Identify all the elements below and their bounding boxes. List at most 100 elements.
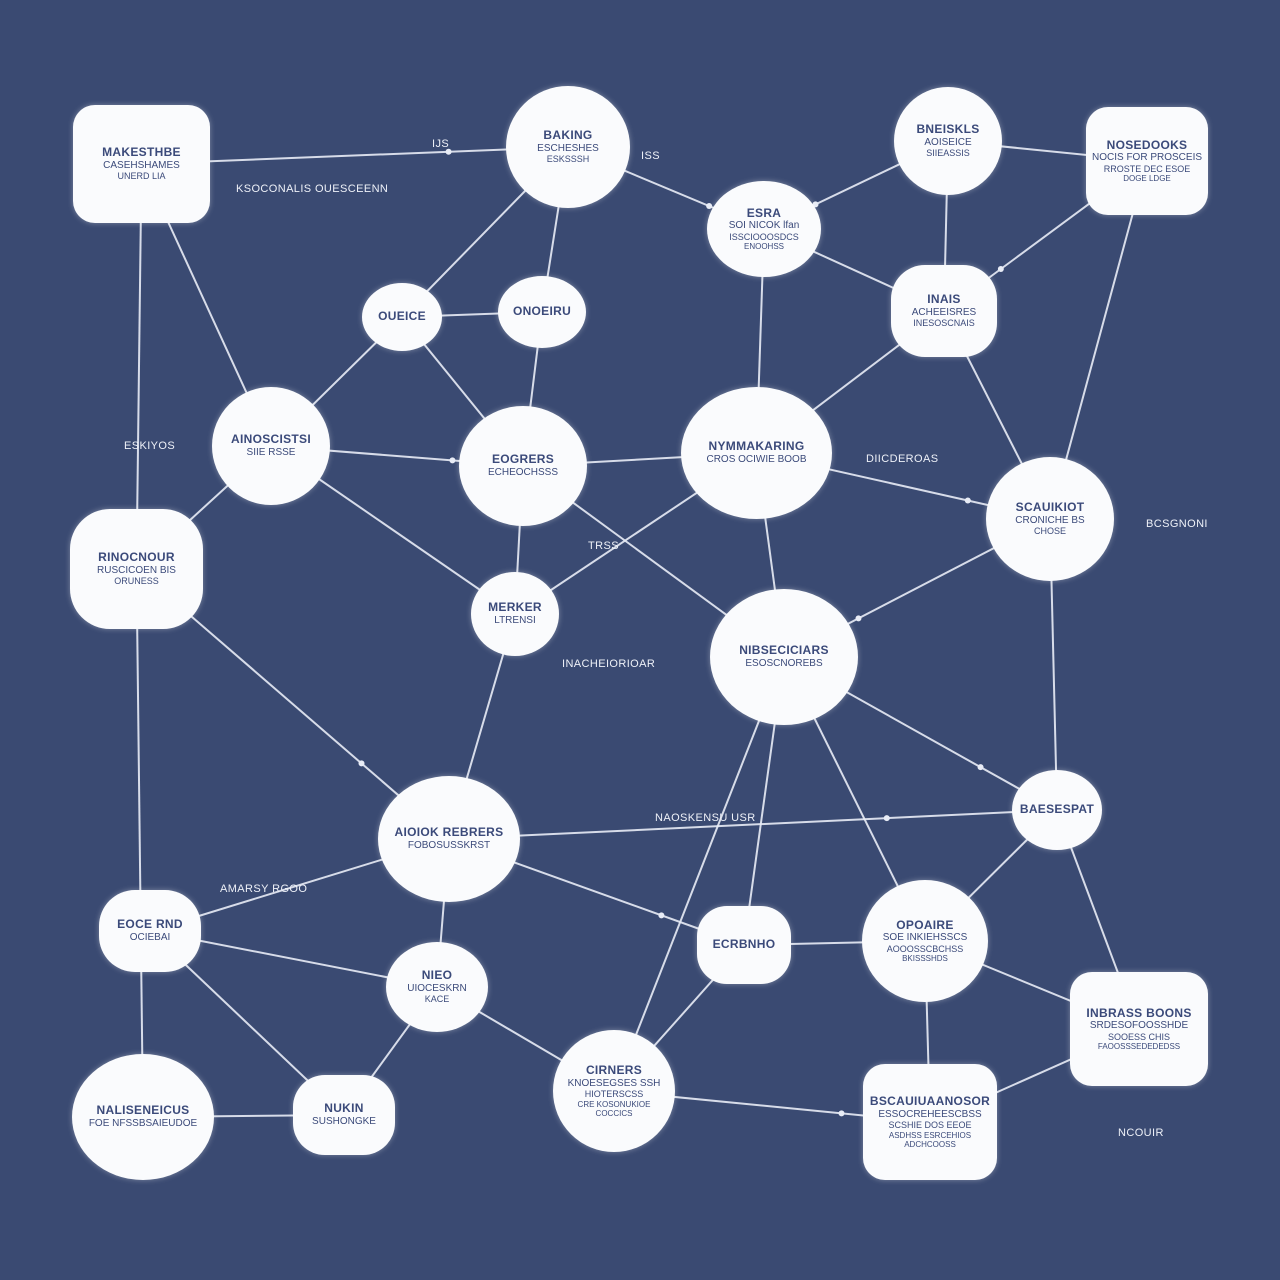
node-label-line: RINOCNOUR bbox=[98, 550, 175, 565]
edge-label-9: NAOSKENSU USR bbox=[655, 812, 756, 824]
edge-dot bbox=[977, 764, 984, 771]
node-label-line: SIIE RSSE bbox=[246, 447, 296, 459]
node-label-line: DOGE LDGE bbox=[1123, 174, 1171, 184]
edge-n13-n23 bbox=[135, 568, 144, 1118]
edge-label-10: AMARSY RGOO bbox=[220, 883, 308, 895]
node-label-line: RUSCICOEN BIS bbox=[97, 564, 176, 576]
node-label-line: NIBSECICIARS bbox=[739, 643, 829, 658]
node-label-line: SRDESOFOOSSHDE bbox=[1089, 1020, 1189, 1032]
node-label-line: SOE INKIEHSSCS bbox=[882, 932, 968, 944]
edge-dot bbox=[449, 457, 456, 464]
node-label-line: SUSHONGKE bbox=[312, 1116, 376, 1128]
node-label-line: UIOCESKRN bbox=[407, 982, 467, 994]
node-n7[interactable]: ONOEIRU bbox=[498, 276, 586, 348]
node-label-line: CRONICHE BS bbox=[1015, 514, 1085, 526]
node-label-line: ADCHCOOSS bbox=[904, 1139, 956, 1149]
node-label-line: SIIEASSIS bbox=[926, 148, 970, 159]
edge-label-4: ESKIYOS bbox=[124, 440, 176, 452]
node-label-line: SCSHIE DOS EEOE bbox=[888, 1120, 972, 1131]
node-label-line: NOCIS FOR PROSCEIS bbox=[1092, 152, 1203, 164]
node-label-line: AOOOSSCBCHSS bbox=[886, 943, 964, 954]
node-label-line: BAKING bbox=[543, 128, 593, 143]
edge-label-11: NCOUIR bbox=[1118, 1127, 1164, 1139]
node-label-line: ESSOCREHEESCBSS bbox=[878, 1108, 982, 1120]
edge-label-7: TRSS bbox=[588, 540, 619, 552]
node-label-line: KNOESEGSES SSH bbox=[567, 1077, 661, 1089]
node-label-line: LTRENSI bbox=[494, 615, 536, 627]
node-label-line: ESOSCNOREBS bbox=[745, 658, 823, 670]
node-label-line: BAESESPAT bbox=[1019, 802, 1095, 817]
node-label-line: NOSEDOOKS bbox=[1106, 137, 1188, 152]
node-label-line: ONOEIRU bbox=[512, 304, 572, 319]
node-label-line: FOBOSUSSKRST bbox=[407, 840, 491, 852]
node-label-line: CHOSE bbox=[1033, 526, 1066, 537]
edge-dot bbox=[658, 912, 665, 919]
node-n20[interactable]: ECRBNHO bbox=[697, 906, 791, 984]
edge-dot bbox=[706, 203, 713, 210]
edge-dot bbox=[997, 266, 1004, 272]
node-label-line: CIRNERS bbox=[585, 1062, 643, 1077]
node-label-line: EOGRERS bbox=[491, 452, 555, 467]
node-n16[interactable]: BAESESPAT bbox=[1012, 770, 1102, 850]
node-label-line: SCAUIKIOT bbox=[1015, 500, 1085, 515]
edge-dot bbox=[445, 148, 452, 155]
node-label-line: NUKIN bbox=[324, 1101, 364, 1116]
node-label-line: BSCAUIUAANOSOR bbox=[869, 1093, 991, 1108]
edge-n1-n2 bbox=[141, 146, 569, 165]
edge-label-6: BCSGNONI bbox=[1146, 518, 1208, 530]
node-label-line: CRE KOSONUKIOE bbox=[577, 1099, 651, 1109]
node-label-line: ECHEOCHSSS bbox=[487, 467, 558, 479]
node-label-line: KACE bbox=[424, 994, 450, 1005]
node-label-line: COCCICS bbox=[595, 1108, 633, 1118]
node-label-line: SOOESS CHIS bbox=[1107, 1031, 1170, 1042]
node-label-line: ESRA bbox=[746, 205, 782, 220]
edge-dot bbox=[838, 1110, 845, 1117]
node-n6[interactable]: OUEICE bbox=[362, 283, 442, 351]
edge-label-5: DIICDEROAS bbox=[866, 453, 939, 465]
node-label-line: INAIS bbox=[927, 292, 961, 307]
node-label-line: HIOTERSCSS bbox=[584, 1089, 644, 1100]
node-label-line: AIOIOK REBRERS bbox=[394, 825, 504, 840]
edge-dot bbox=[964, 497, 971, 504]
edge-dot bbox=[358, 760, 365, 767]
node-label-line: SOI NICOK lfan bbox=[728, 220, 800, 232]
node-label-line: ENOOHSS bbox=[743, 242, 784, 252]
node-label-line: ESKSSSH bbox=[546, 154, 590, 165]
node-label-line: UNERD LIA bbox=[117, 171, 166, 182]
edge-n15-n25 bbox=[613, 656, 785, 1092]
node-label-line: BNEISKLS bbox=[916, 122, 980, 137]
node-label-line: AOISEICE bbox=[924, 136, 972, 148]
node-label-line: AINOSCISTSI bbox=[231, 432, 311, 447]
node-label-line: CROS OCIWIE BOOB bbox=[706, 454, 807, 466]
node-label-line: BKISSSHDS bbox=[902, 954, 948, 964]
node-label-line: NIEO bbox=[421, 968, 453, 983]
node-label-line: OPOAIRE bbox=[896, 917, 954, 932]
node-label-line: NYMMAKARING bbox=[708, 439, 805, 454]
node-label-line: INESOSCNAIS bbox=[913, 318, 975, 329]
node-label-line: MAKESTHBE bbox=[102, 145, 181, 160]
node-label-line: FOE NFSSBSAIEUDOE bbox=[88, 1118, 198, 1130]
node-label-line: ORUNESS bbox=[114, 576, 159, 587]
